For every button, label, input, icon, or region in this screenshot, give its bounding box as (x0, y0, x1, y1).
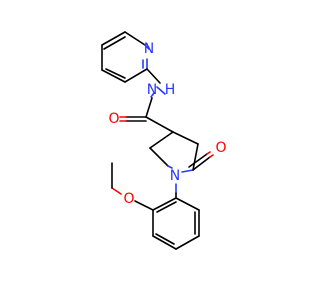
bond (124, 31, 146, 46)
bond (111, 187, 122, 195)
bond (175, 235, 200, 250)
bond (209, 154, 214, 158)
bond (145, 97, 153, 118)
atom-label-amide-o: O (108, 111, 119, 127)
bond (144, 44, 150, 50)
bond (101, 31, 126, 46)
bond (101, 69, 126, 83)
bond (149, 131, 174, 149)
bond (188, 153, 208, 168)
bond (149, 147, 169, 167)
chemical-structure-diagram: N N H O O N O (101, 31, 227, 250)
bond (152, 235, 177, 250)
bond (172, 131, 199, 145)
bond (103, 36, 126, 50)
atom-label-lactam-o: O (215, 140, 226, 156)
bond (175, 197, 200, 211)
bond (192, 156, 211, 171)
bond (152, 197, 177, 211)
atom-label-ring-n: N (170, 168, 180, 184)
atom-label-amide-n: N (147, 82, 157, 98)
bond (146, 68, 161, 84)
bond (150, 92, 155, 98)
atom-label-amide-h: H (165, 82, 176, 98)
bond (105, 68, 126, 79)
atom-labels: N N H O O N O (108, 41, 226, 207)
bond (167, 165, 173, 169)
bond (156, 86, 166, 95)
bond (155, 233, 175, 245)
bond (134, 200, 154, 211)
atom-label-methoxy-o: O (123, 191, 134, 207)
methoxyphenyl-group (111, 162, 200, 250)
pyrrolidinone-ring (149, 131, 214, 173)
pyridine-ring (101, 31, 150, 83)
bond (192, 143, 199, 171)
bond (181, 169, 194, 173)
bond (145, 116, 174, 133)
bond (156, 201, 177, 213)
atom-label-pyridine-n: N (144, 41, 154, 57)
amide-linker (119, 68, 174, 133)
bond (124, 68, 148, 83)
bond (206, 151, 211, 155)
